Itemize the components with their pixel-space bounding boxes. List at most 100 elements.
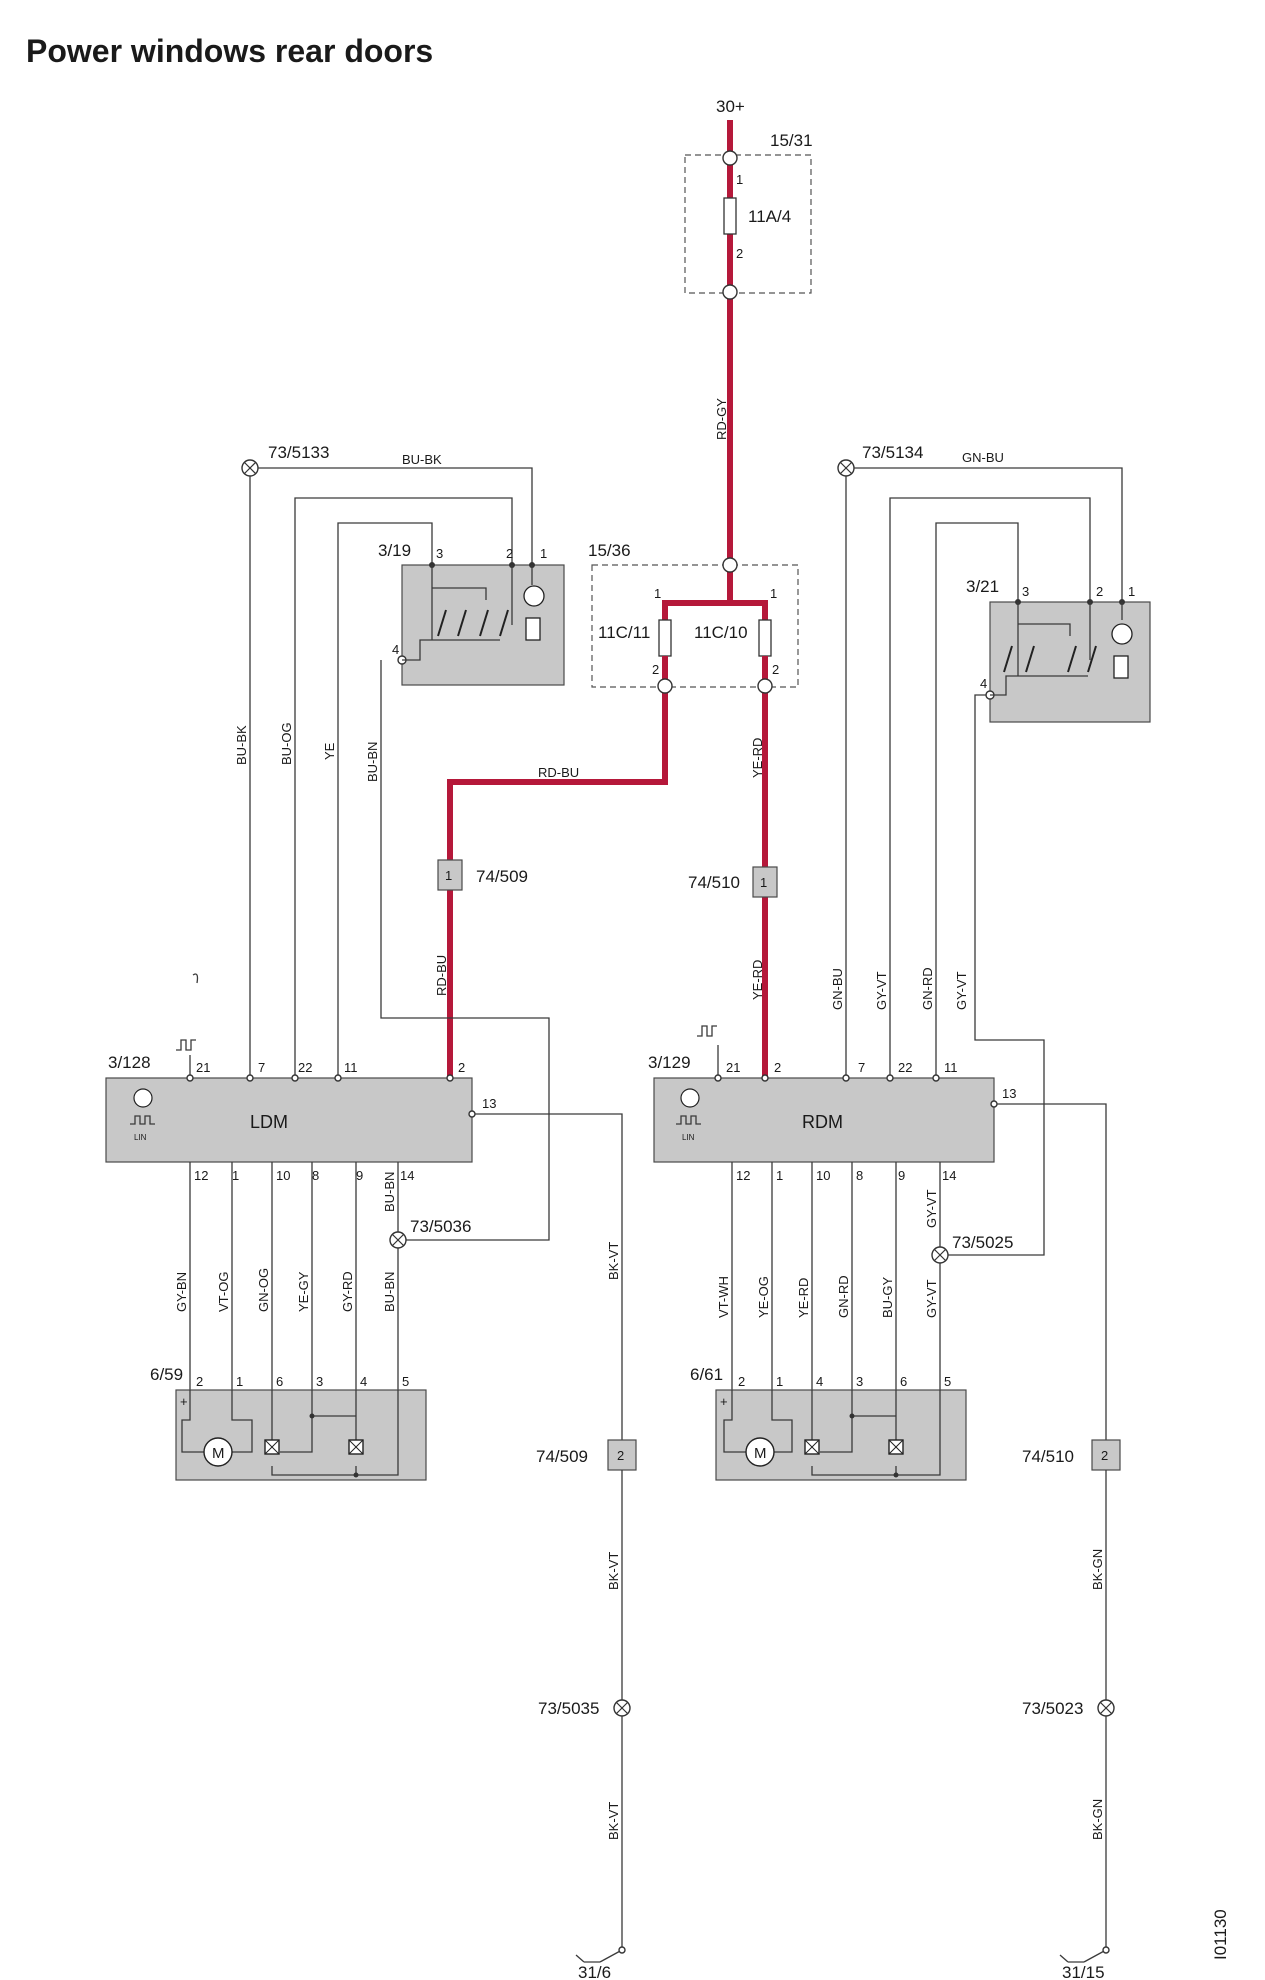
wire-label-gn-og: GN-OG bbox=[256, 1268, 271, 1312]
fuse-door-pin-r2: 2 bbox=[772, 662, 779, 677]
svg-text:1: 1 bbox=[445, 868, 452, 883]
svg-text:73/5134: 73/5134 bbox=[862, 443, 923, 462]
svg-text:12: 12 bbox=[194, 1168, 208, 1183]
fuse-main-pin1: 1 bbox=[736, 172, 743, 187]
svg-text:2: 2 bbox=[617, 1448, 624, 1463]
svg-text:2: 2 bbox=[506, 546, 513, 561]
svg-text:9: 9 bbox=[898, 1168, 905, 1183]
svg-text:13: 13 bbox=[1002, 1086, 1016, 1101]
ground-left-label: 31/6 bbox=[578, 1963, 611, 1980]
motor-6-61: 6/61 2 1 4 3 6 5 + M bbox=[690, 1365, 967, 1481]
wire-label-bk-vt-bottom: BK-VT bbox=[606, 1802, 621, 1840]
wire-label-rd-bu-top: RD-BU bbox=[538, 765, 579, 780]
svg-text:21: 21 bbox=[196, 1060, 210, 1075]
svg-text:14: 14 bbox=[942, 1168, 956, 1183]
wire-label-gn-bu-top: GN-BU bbox=[962, 450, 1004, 465]
svg-text:+: + bbox=[180, 1394, 188, 1409]
module-rdm: 3/129 RDM LIN 21 2 7 22 11 13 12 1 10 8 … bbox=[648, 1053, 1016, 1183]
wire-label-gy-vt-1: GY-VT bbox=[874, 971, 889, 1010]
svg-text:21: 21 bbox=[726, 1060, 740, 1075]
connector-510-pin1 bbox=[752, 866, 778, 898]
ground-right-label: 31/15 bbox=[1062, 1963, 1105, 1980]
connector-509-label-bottom: 74/509 bbox=[536, 1447, 588, 1466]
svg-text:2: 2 bbox=[1096, 584, 1103, 599]
svg-text:12: 12 bbox=[736, 1168, 750, 1183]
wire-label-bu-bn-top: BU-BN bbox=[365, 742, 380, 782]
rdm-lin-pulse-icon bbox=[676, 1115, 701, 1125]
motor-6-59: 6/59 2 1 6 3 4 5 + M bbox=[150, 1365, 427, 1481]
svg-text:3: 3 bbox=[1022, 584, 1029, 599]
wire-label-rd-bu: RD-BU bbox=[434, 955, 449, 996]
splice-5133: 73/5133 bbox=[241, 443, 329, 477]
svg-text:5: 5 bbox=[402, 1374, 409, 1389]
wire-label-gy-vt-2: GY-VT bbox=[954, 971, 969, 1010]
supply-label: 30+ bbox=[716, 97, 745, 116]
switch-3-21: 3/21 3 2 1 4 bbox=[966, 577, 1151, 723]
wire-label-bu-bn: BU-BN bbox=[382, 1272, 397, 1312]
wire-label-ye-rd-motor: YE-RD bbox=[796, 1278, 811, 1318]
svg-text:22: 22 bbox=[898, 1060, 912, 1075]
svg-text:1: 1 bbox=[236, 1374, 243, 1389]
svg-text:11: 11 bbox=[344, 1060, 358, 1075]
fuse-door-pin-r1: 1 bbox=[770, 586, 777, 601]
splice-5035: 73/5035 bbox=[538, 1699, 631, 1718]
svg-text:1: 1 bbox=[776, 1374, 783, 1389]
svg-text:M: M bbox=[212, 1445, 225, 1462]
svg-text:7: 7 bbox=[858, 1060, 865, 1075]
svg-text:4: 4 bbox=[392, 642, 399, 657]
svg-text:14: 14 bbox=[400, 1168, 414, 1183]
fuse-11c10-icon bbox=[758, 619, 772, 657]
module-ldm: 3/128 LDM LIN 21 7 22 11 2 13 12 1 10 8 … bbox=[105, 1053, 496, 1183]
fuse-door-pin-l1: 1 bbox=[654, 586, 661, 601]
svg-text:13: 13 bbox=[482, 1096, 496, 1111]
rdm-id: 3/129 bbox=[648, 1053, 691, 1072]
svg-text:7: 7 bbox=[258, 1060, 265, 1075]
ground-right-icon bbox=[1059, 1949, 1107, 1963]
motor-left-id: 6/59 bbox=[150, 1365, 183, 1384]
fuse-box-main-id: 15/31 bbox=[770, 131, 813, 150]
motor-right-id: 6/61 bbox=[690, 1365, 723, 1384]
figure-id: I01130 bbox=[1211, 1909, 1230, 1960]
svg-text:3: 3 bbox=[436, 546, 443, 561]
svg-text:73/5023: 73/5023 bbox=[1022, 1699, 1083, 1718]
splice-5036: 73/5036 bbox=[389, 1217, 471, 1249]
fuse-box-main: 15/31 1 2 11A/4 bbox=[684, 131, 813, 300]
svg-text:73/5025: 73/5025 bbox=[952, 1233, 1013, 1252]
fuse-11c10-label: 11C/10 bbox=[694, 623, 748, 642]
svg-text:2: 2 bbox=[458, 1060, 465, 1075]
wire-label-gy-bn: GY-BN bbox=[174, 1272, 189, 1312]
wire-label-ye-rd-top: YE-RD bbox=[750, 738, 765, 778]
wire-label-bk-vt-top: BK-VT bbox=[606, 1242, 621, 1280]
wire-label-bu-gy: BU-GY bbox=[880, 1277, 895, 1319]
svg-text:LIN: LIN bbox=[682, 1133, 695, 1142]
svg-text:6: 6 bbox=[900, 1374, 907, 1389]
fuse-main-label: 11A/4 bbox=[748, 207, 791, 226]
wire-label-bk-gn-bottom: BK-GN bbox=[1090, 1799, 1105, 1840]
connector-509-pin1 bbox=[437, 859, 463, 891]
connector-510-label-top: 74/510 bbox=[688, 873, 740, 892]
wire-label-gy-rd: GY-RD bbox=[340, 1271, 355, 1312]
svg-text:M: M bbox=[754, 1445, 767, 1462]
svg-text:1: 1 bbox=[1128, 584, 1135, 599]
svg-text:3: 3 bbox=[856, 1374, 863, 1389]
svg-text:73/5035: 73/5035 bbox=[538, 1699, 599, 1718]
switch-right-led-icon bbox=[1111, 623, 1133, 645]
svg-text:1: 1 bbox=[540, 546, 547, 561]
svg-text:3: 3 bbox=[316, 1374, 323, 1389]
ground-left-icon bbox=[575, 1949, 623, 1963]
wire-label-bu-bk-top: BU-BK bbox=[402, 452, 442, 467]
svg-text:10: 10 bbox=[276, 1168, 290, 1183]
motor-right-icon bbox=[745, 1437, 775, 1467]
svg-text:1: 1 bbox=[776, 1168, 783, 1183]
connector-509-label-top: 74/509 bbox=[476, 867, 528, 886]
rdm-name: RDM bbox=[802, 1112, 843, 1132]
svg-text:8: 8 bbox=[856, 1168, 863, 1183]
svg-text:5: 5 bbox=[944, 1374, 951, 1389]
wire-label-bu-bn-mid: BU-BN bbox=[382, 1172, 397, 1212]
connector-509-pin2 bbox=[607, 1439, 637, 1471]
fuse-11c11-icon bbox=[658, 619, 672, 657]
svg-text:73/5036: 73/5036 bbox=[410, 1217, 471, 1236]
ldm-lin-pulse-icon bbox=[130, 1115, 155, 1125]
svg-text:4: 4 bbox=[816, 1374, 823, 1389]
connector-510-label-bottom: 74/510 bbox=[1022, 1447, 1074, 1466]
